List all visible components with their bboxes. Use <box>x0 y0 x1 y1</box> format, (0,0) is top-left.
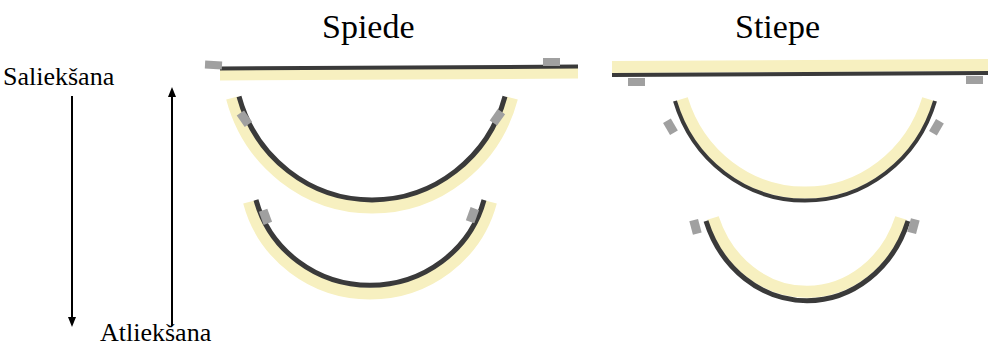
direction-label: Saliekšana <box>3 64 114 90</box>
unbend-arrow <box>171 92 173 326</box>
tension-strip-bent-more <box>689 218 919 301</box>
bend-arrow <box>71 96 73 322</box>
compression-strip-bent-more <box>249 200 491 293</box>
direction-label: Atliekšana <box>100 320 211 346</box>
tension-strip-flat <box>612 65 988 86</box>
compression-strip-bent <box>232 97 512 208</box>
column-heading: Spiede <box>322 10 415 44</box>
tension-strip-bent <box>663 99 944 201</box>
compression-strip-flat <box>205 58 578 75</box>
column-heading: Stiepe <box>735 10 820 44</box>
